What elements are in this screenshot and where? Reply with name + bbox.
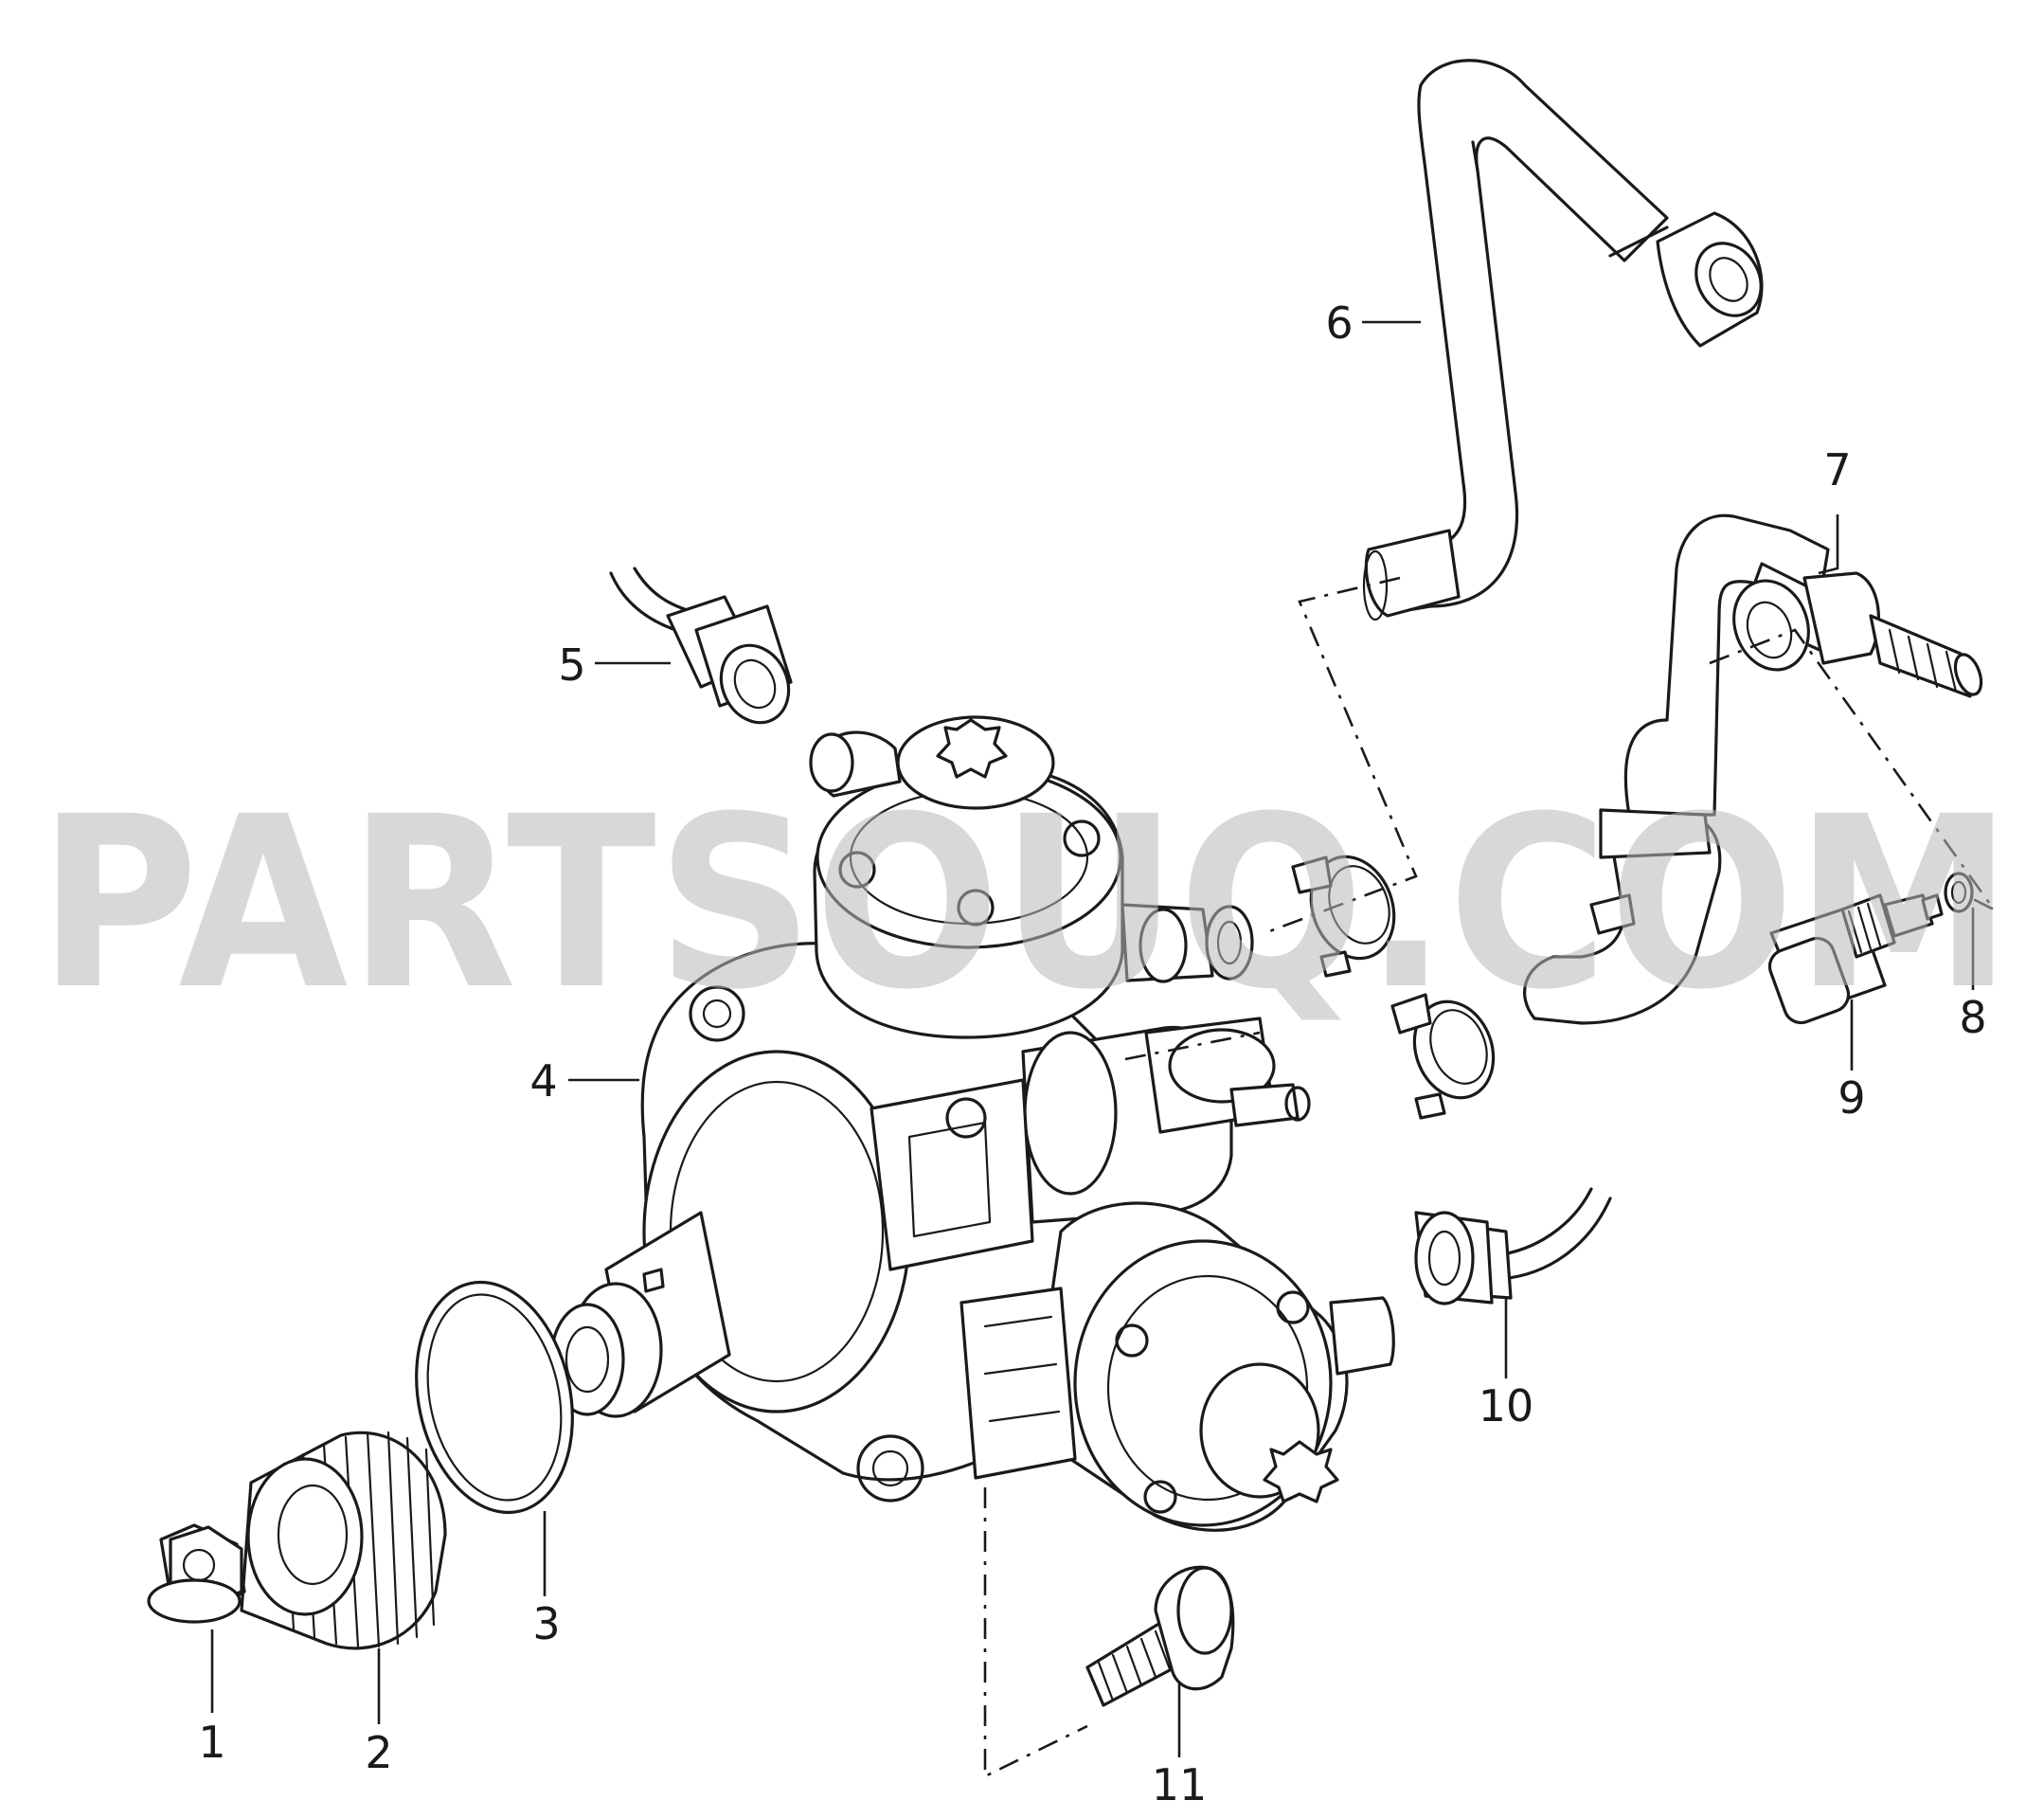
watermark-text: PARTSOUQ.COM bbox=[38, 765, 2013, 1041]
part-7-hose[interactable] bbox=[1523, 513, 1986, 1025]
part-4-high-pressure-pump[interactable] bbox=[549, 715, 1395, 1532]
part-10-line[interactable] bbox=[1414, 1187, 1612, 1305]
part-3-o-ring[interactable] bbox=[396, 1268, 593, 1527]
part-1-nut[interactable] bbox=[147, 1523, 246, 1624]
part-2-gear[interactable] bbox=[240, 1431, 447, 1650]
callout-labels: 1 2 3 4 5 6 7 8 9 10 11 bbox=[198, 297, 1986, 1810]
callout-11[interactable]: 11 bbox=[1152, 1759, 1208, 1810]
callout-5[interactable]: 5 bbox=[558, 639, 585, 691]
callout-6[interactable]: 6 bbox=[1325, 297, 1353, 349]
part-9-sensor[interactable] bbox=[1765, 893, 1944, 1028]
callout-7[interactable]: 7 bbox=[1823, 444, 1851, 495]
part-6-hose[interactable] bbox=[1362, 59, 1774, 621]
hose-clamp-upper bbox=[1291, 855, 1396, 978]
callout-9[interactable]: 9 bbox=[1838, 1072, 1865, 1124]
callout-4[interactable]: 4 bbox=[529, 1055, 557, 1107]
callout-3[interactable]: 3 bbox=[532, 1598, 560, 1649]
assembly-lines bbox=[983, 576, 1996, 1779]
leader-lines bbox=[210, 320, 1975, 1757]
callout-1[interactable]: 1 bbox=[198, 1717, 225, 1768]
hose-clamp-lower bbox=[1390, 993, 1496, 1120]
callout-8[interactable]: 8 bbox=[1959, 992, 1986, 1043]
callout-10[interactable]: 10 bbox=[1479, 1380, 1534, 1431]
part-8-seal[interactable] bbox=[1944, 872, 1974, 913]
callout-2[interactable]: 2 bbox=[365, 1727, 392, 1778]
part-5-line[interactable] bbox=[609, 567, 801, 733]
part-11-bolt[interactable] bbox=[1085, 1565, 1235, 1707]
